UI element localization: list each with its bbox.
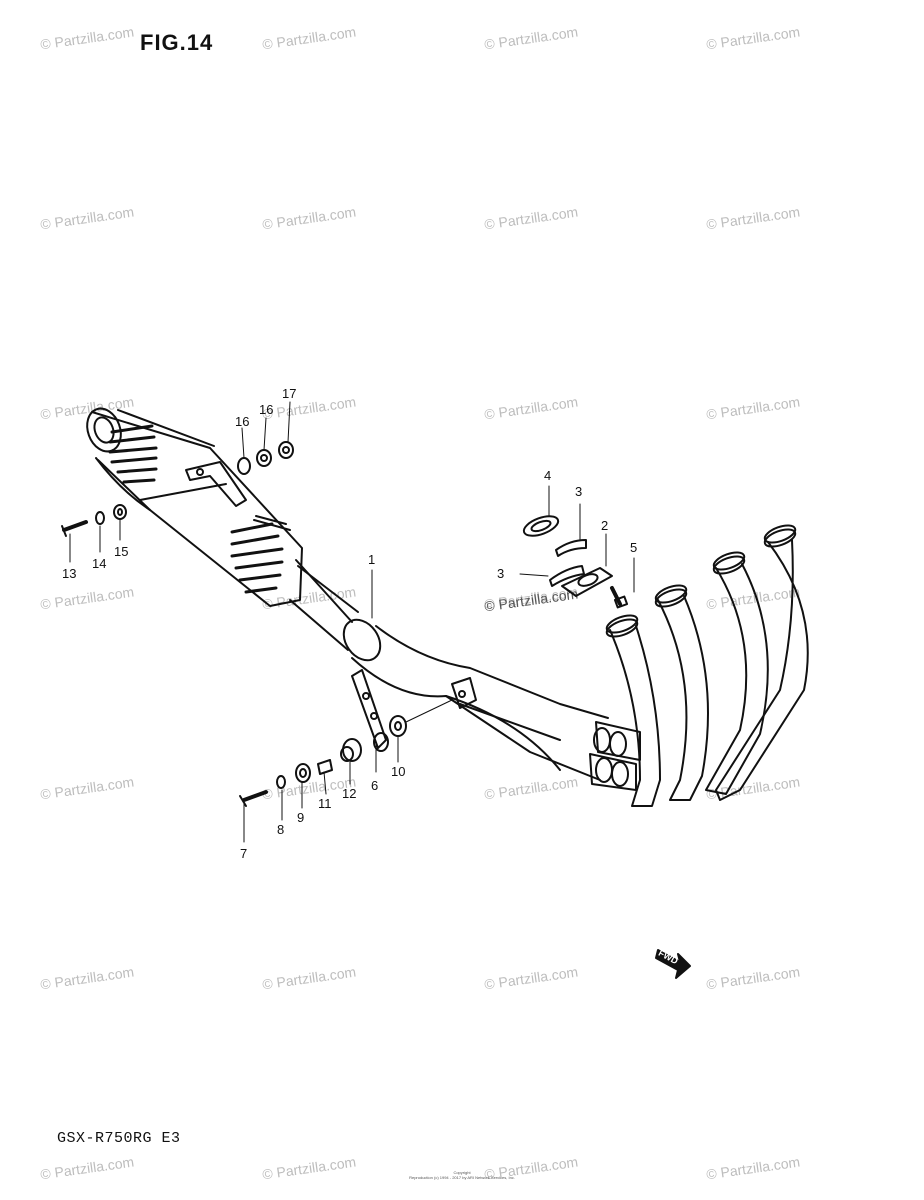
callout-label: 17 [282,386,297,401]
callout-label: 8 [277,822,285,837]
header-pipes [605,524,809,807]
callout-label: 14 [92,556,107,571]
callout-label: 11 [318,796,332,811]
callout-label: 3 [497,566,505,581]
callout-label: 9 [297,810,305,825]
callout-label: 15 [114,544,129,559]
figure-title: FIG.14 [140,30,214,55]
copyright-notice: Copyright Reproduction (c) 1994 - 2017 b… [400,1170,524,1180]
callout-label: 4 [544,468,552,483]
callout-label: 5 [630,540,638,555]
model-code: GSX-R750RG E3 [57,1130,181,1147]
callout-label: 10 [391,764,406,779]
mid-pipe [289,559,609,781]
copyright-line-1: Copyright [453,1170,471,1175]
callout-label: 13 [62,566,77,581]
callout-label: 2 [601,518,609,533]
callout-label: 6 [371,778,379,793]
copyright-line-2: Reproduction (c) 1994 - 2017 by ARI Netw… [409,1175,515,1180]
callout-label: 7 [240,846,248,861]
leader-lines [69,401,635,843]
callout-label: 16 [259,402,274,417]
callout-label: 3 [575,484,583,499]
callout-label: 1 [368,552,376,567]
gasket-parts [522,515,629,609]
callout-label: 16 [235,414,250,429]
muffler [86,407,303,607]
fwd-arrow-icon [655,949,691,979]
callout-label: 12 [342,786,357,801]
